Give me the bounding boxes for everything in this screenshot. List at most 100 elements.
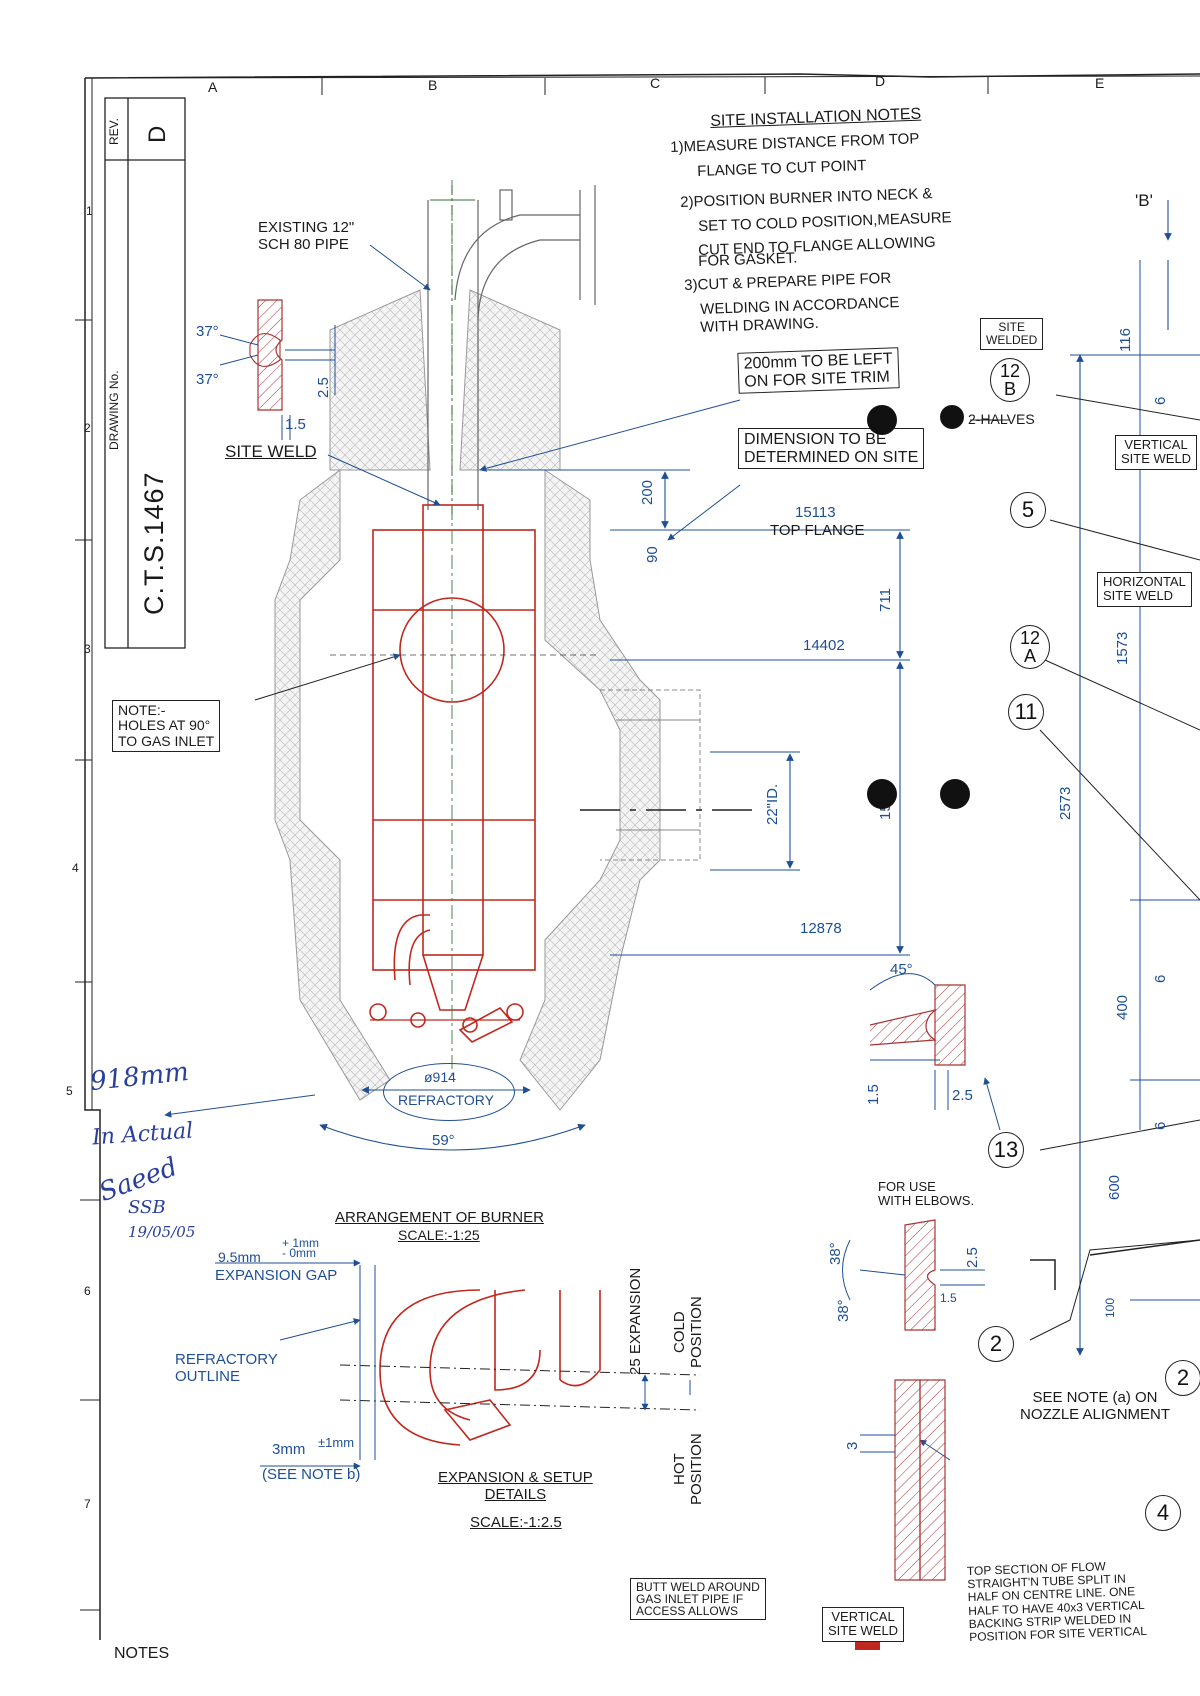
horizontal-site-weld-box: HORIZONTAL SITE WELD (1097, 572, 1192, 607)
expansion-title: EXPANSION & SETUP DETAILS (438, 1469, 593, 1503)
grid-col-e: E (1095, 75, 1105, 91)
dim-2-5: 2.5 (952, 1087, 973, 1104)
punch-hole-mid-right (940, 779, 970, 809)
weld-dim-1-5: 1.5 (285, 416, 306, 433)
vertical-site-weld-box: VERTICAL SITE WELD (1115, 435, 1198, 470)
left-on-trim-box: 200mm TO BE LEFT ON FOR SITE TRIM (737, 347, 900, 394)
gap-3mm: 3mm (272, 1441, 306, 1458)
arrangement-title: ARRANGEMENT OF BURNER (335, 1209, 544, 1226)
balloon-13: 13 (988, 1132, 1024, 1168)
dim-100: 100 (1103, 1297, 1117, 1318)
grid-col-d: D (875, 73, 886, 89)
grid-row-5: 5 (66, 1084, 73, 1098)
punch-hole-mid-left (867, 779, 897, 809)
site-weld-label: SITE WELD (225, 442, 317, 461)
grid-row-1: 1 (86, 204, 93, 218)
grid-row-2: 2 (84, 421, 91, 435)
rev-value: D (144, 125, 171, 143)
dim-400: 400 (1114, 994, 1131, 1020)
refractory-diameter: ø914 (424, 1069, 456, 1085)
see-note-b: (SEE NOTE b) (262, 1466, 361, 1483)
dim-6-a: 6 (1152, 396, 1169, 405)
see-note-a-label: SEE NOTE (a) ON NOZZLE ALIGNMENT (1020, 1389, 1171, 1423)
balloon-4: 4 (1145, 1495, 1181, 1531)
elevation-15113: 15113 (795, 504, 836, 521)
refractory-label: REFRACTORY (398, 1092, 494, 1108)
dim-22-id: 22"ID. (764, 783, 781, 825)
dimension-on-site-box: DIMENSION TO BE DETERMINED ON SITE (738, 428, 925, 470)
dimension-lines (319, 200, 1200, 1356)
balloon-2-b: 2 (1165, 1360, 1200, 1396)
weld-detail-top (219, 299, 336, 440)
refractory-shell (274, 289, 701, 1111)
site-note-line-6: FOR GASKET. (697, 249, 798, 270)
leader-lines (164, 244, 1001, 1461)
angle-45: 45° (890, 961, 913, 978)
weld-angle-upper: 37° (196, 323, 219, 340)
title-block (104, 97, 186, 649)
refractory-callout-outline (383, 1063, 515, 1121)
dim-116: 116 (1117, 328, 1134, 352)
top-flange-label: TOP FLANGE (770, 522, 865, 539)
dim-3: 3 (844, 1441, 861, 1450)
vertical-site-weld-box-2: VERTICAL SITE WELD (822, 1607, 905, 1642)
angle-38-lower: 38° (835, 1299, 852, 1322)
weld-detail-45 (869, 973, 966, 1110)
dim-1-5-b: 1.5 (940, 1291, 957, 1305)
balloon-11: 11 (1008, 694, 1044, 730)
weld-angle-lower: 37° (196, 371, 219, 388)
grid-row-7: 7 (84, 1497, 91, 1511)
grid-col-a: A (208, 79, 218, 95)
dim-1573: 1573 (1114, 631, 1131, 665)
dim-2-5-b: 2.5 (964, 1247, 981, 1268)
handwritten-initials: SSB (128, 1197, 166, 1218)
for-use-elbows-label: FOR USE WITH ELBOWS. (878, 1179, 975, 1209)
elevation-14402: 14402 (803, 637, 845, 654)
elevation-12878: 12878 (800, 920, 842, 937)
punch-hole-top-right (940, 405, 964, 429)
refractory-outline-label: REFRACTORY OUTLINE (175, 1351, 278, 1385)
dim-1-5: 1.5 (865, 1084, 882, 1105)
dim-200: 200 (639, 479, 656, 505)
grid-row-6: 6 (84, 1284, 91, 1298)
dim-90: 90 (644, 546, 661, 563)
angle-59: 59° (432, 1132, 455, 1149)
two-halves-label: 2-HALVES (968, 411, 1035, 427)
expansion-25-label: 25 EXPANSION (627, 1267, 644, 1375)
dim-6-b: 6 (1152, 974, 1169, 983)
angle-38-upper: 38° (827, 1242, 844, 1265)
weld-detail-38 (842, 1219, 985, 1331)
arrangement-scale: SCALE:-1:25 (398, 1227, 480, 1243)
hot-position-label: HOT POSITION (671, 1433, 705, 1505)
rev-label: REV. (107, 118, 121, 145)
weld-detail-3 (860, 1379, 946, 1581)
notes-heading: NOTES (114, 1645, 170, 1662)
expansion-gap-value: 9.5mm (218, 1249, 261, 1265)
dim-6-c: 6 (1152, 1121, 1169, 1130)
drawing-number: C.T.S.1467 (139, 471, 169, 615)
handwritten-date: 19/05/05 (128, 1223, 196, 1241)
balloon-2-a: 2 (978, 1326, 1014, 1362)
view-b-label: 'B' (1135, 191, 1153, 210)
grid-row-4: 4 (72, 861, 79, 875)
drawing-no-label: DRAWING No. (107, 370, 121, 450)
cold-position-label: COLD POSITION (671, 1296, 705, 1368)
weld-dim-2-5: 2.5 (315, 377, 332, 398)
dim-2573: 2573 (1057, 786, 1074, 820)
expansion-detail (379, 1289, 601, 1446)
expansion-scale: SCALE:-1:2.5 (470, 1514, 562, 1531)
punch-hole-top-left (867, 405, 897, 435)
grid-col-b: B (428, 77, 438, 93)
balloon-5: 5 (1010, 492, 1046, 528)
butt-weld-box: BUTT WELD AROUND GAS INLET PIPE IF ACCES… (630, 1578, 766, 1620)
burner-assembly (369, 504, 536, 1043)
top-section-note: TOP SECTION OF FLOW STRAIGHT'N TUBE SPLI… (966, 1559, 1148, 1645)
expansion-gap-label: EXPANSION GAP (215, 1267, 338, 1284)
grid-row-3: 3 (84, 642, 91, 656)
gap-3mm-tolerance: ±1mm (318, 1435, 355, 1450)
holes-note-box: NOTE:- HOLES AT 90° TO GAS INLET (112, 700, 221, 753)
